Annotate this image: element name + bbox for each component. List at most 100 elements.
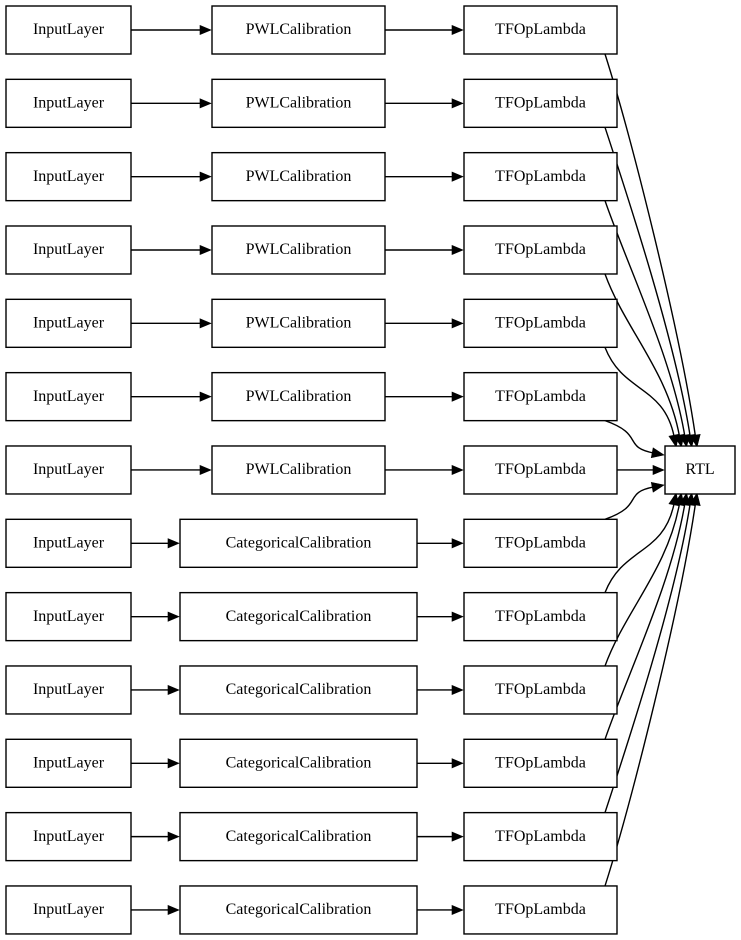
edge-lambda-to-rtl-8-line (604, 486, 654, 520)
node-tfoplambda-4: TFOpLambda (463, 225, 618, 275)
edge-calibration-to-lambda-8-arrowhead (451, 538, 464, 549)
node-tfoplambda-9-label: TFOpLambda (495, 608, 586, 625)
edge-lambda-to-rtl-4-line (604, 273, 681, 437)
edge-calibration-to-lambda-1-arrowhead (451, 24, 464, 36)
node-calibration-2-box (211, 78, 386, 129)
node-input-layer-5-box (5, 298, 132, 349)
node-input-layer-9: InputLayer (5, 591, 132, 642)
node-input-layer-6-label: InputLayer (33, 388, 105, 405)
node-input-layer-9-box (5, 591, 132, 642)
node-tfoplambda-12-box (463, 811, 618, 862)
node-tfoplambda-2: TFOpLambda (463, 78, 618, 129)
edge-input-to-calibration-11 (131, 758, 180, 769)
edge-calibration-to-lambda-3-arrowhead (451, 171, 464, 182)
edge-input-to-calibration-3-arrowhead (199, 171, 212, 182)
edge-input-to-calibration-6-arrowhead (199, 391, 212, 402)
node-calibration-10: CategoricalCalibration (179, 665, 418, 715)
node-input-layer-4-box (5, 225, 132, 275)
node-rtl: RTL (664, 445, 736, 495)
node-calibration-10-box (179, 665, 418, 715)
edge-input-to-calibration-9 (131, 611, 180, 622)
edge-calibration-to-lambda-4-arrowhead (451, 244, 464, 256)
node-tfoplambda-5: TFOpLambda (463, 298, 618, 349)
node-calibration-3-box (211, 151, 386, 202)
edge-calibration-to-lambda-13-arrowhead (451, 904, 464, 916)
node-tfoplambda-3-label: TFOpLambda (495, 168, 586, 185)
node-input-layer-13-label: InputLayer (33, 901, 105, 918)
edge-calibration-to-lambda-5-arrowhead (451, 318, 464, 329)
edge-calibration-to-lambda-11-arrowhead (451, 758, 464, 769)
edge-input-to-calibration-7-arrowhead (199, 464, 212, 476)
node-input-layer-2-box (5, 78, 132, 129)
edge-lambda-to-rtl-13-arrowhead (689, 492, 701, 506)
edge-lambda-to-rtl-9-line (604, 503, 675, 593)
node-tfoplambda-11-box (463, 738, 618, 788)
edge-input-to-calibration-5-arrowhead (199, 318, 212, 329)
edge-calibration-to-lambda-3 (385, 171, 464, 182)
node-tfoplambda-7: TFOpLambda (463, 445, 618, 495)
node-calibration-4-label: PWLCalibration (246, 241, 352, 258)
edge-calibration-to-lambda-7-arrowhead (451, 464, 464, 476)
node-rtl-label: RTL (685, 461, 714, 478)
node-input-layer-12: InputLayer (5, 811, 132, 862)
node-tfoplambda-4-label: TFOpLambda (495, 241, 586, 258)
node-tfoplambda-6-box (463, 371, 618, 422)
node-input-layer-6: InputLayer (5, 371, 132, 422)
node-calibration-5: PWLCalibration (211, 298, 386, 349)
node-tfoplambda-13-box (463, 885, 618, 935)
node-tfoplambda-12: TFOpLambda (463, 811, 618, 862)
node-tfoplambda-3: TFOpLambda (463, 151, 618, 202)
edge-lambda-to-rtl-6-arrowhead (650, 447, 665, 459)
node-tfoplambda-6-label: TFOpLambda (495, 388, 586, 405)
node-tfoplambda-10-box (463, 665, 618, 715)
node-input-layer-12-label: InputLayer (33, 828, 105, 845)
node-calibration-12-box (179, 811, 418, 862)
node-calibration-13: CategoricalCalibration (179, 885, 418, 935)
node-tfoplambda-7-label: TFOpLambda (495, 461, 586, 478)
node-input-layer-5-label: InputLayer (33, 314, 105, 331)
node-input-layer-12-box (5, 811, 132, 862)
edge-lambda-to-rtl-1 (604, 53, 701, 448)
node-calibration-9: CategoricalCalibration (179, 591, 418, 642)
node-calibration-11-label: CategoricalCalibration (226, 754, 372, 771)
node-input-layer-8-label: InputLayer (33, 534, 105, 551)
node-calibration-7: PWLCalibration (211, 445, 386, 495)
node-calibration-1: PWLCalibration (211, 5, 386, 55)
node-calibration-6: PWLCalibration (211, 371, 386, 422)
node-input-layer-11-box (5, 738, 132, 788)
edge-lambda-to-rtl-2 (604, 127, 696, 448)
edge-calibration-to-lambda-1 (385, 24, 464, 36)
edge-lambda-to-rtl-8-arrowhead (650, 481, 665, 493)
edge-input-to-calibration-4-arrowhead (199, 244, 212, 256)
edge-calibration-to-lambda-2-arrowhead (451, 98, 464, 109)
node-input-layer-4: InputLayer (5, 225, 132, 275)
node-calibration-7-label: PWLCalibration (246, 461, 352, 478)
edge-input-to-calibration-2-arrowhead (199, 98, 212, 109)
node-input-layer-9-label: InputLayer (33, 608, 105, 625)
node-input-layer-13-box (5, 885, 132, 935)
node-input-layer-4-label: InputLayer (33, 241, 105, 258)
edge-lambda-to-rtl-12-line (604, 503, 691, 813)
node-calibration-2: PWLCalibration (211, 78, 386, 129)
edge-calibration-to-lambda-6 (385, 391, 464, 402)
node-input-layer-7: InputLayer (5, 445, 132, 495)
node-calibration-4-box (211, 225, 386, 275)
edge-calibration-to-lambda-9-arrowhead (451, 611, 464, 622)
node-tfoplambda-12-label: TFOpLambda (495, 828, 586, 845)
edge-lambda-to-rtl-7 (617, 464, 665, 476)
edge-lambda-to-rtl-13-line (604, 503, 697, 887)
edge-calibration-to-lambda-6-arrowhead (451, 391, 464, 402)
edge-input-to-calibration-10 (131, 684, 180, 696)
edges-layer (131, 24, 701, 916)
node-calibration-11: CategoricalCalibration (179, 738, 418, 788)
node-rtl-box (664, 445, 736, 495)
node-input-layer-11-label: InputLayer (33, 754, 105, 771)
node-tfoplambda-1-box (463, 5, 618, 55)
node-tfoplambda-9-box (463, 591, 618, 642)
edge-calibration-to-lambda-12-arrowhead (451, 831, 464, 842)
node-calibration-10-label: CategoricalCalibration (226, 681, 372, 698)
edge-lambda-to-rtl-13 (604, 492, 701, 887)
node-tfoplambda-5-label: TFOpLambda (495, 314, 586, 331)
